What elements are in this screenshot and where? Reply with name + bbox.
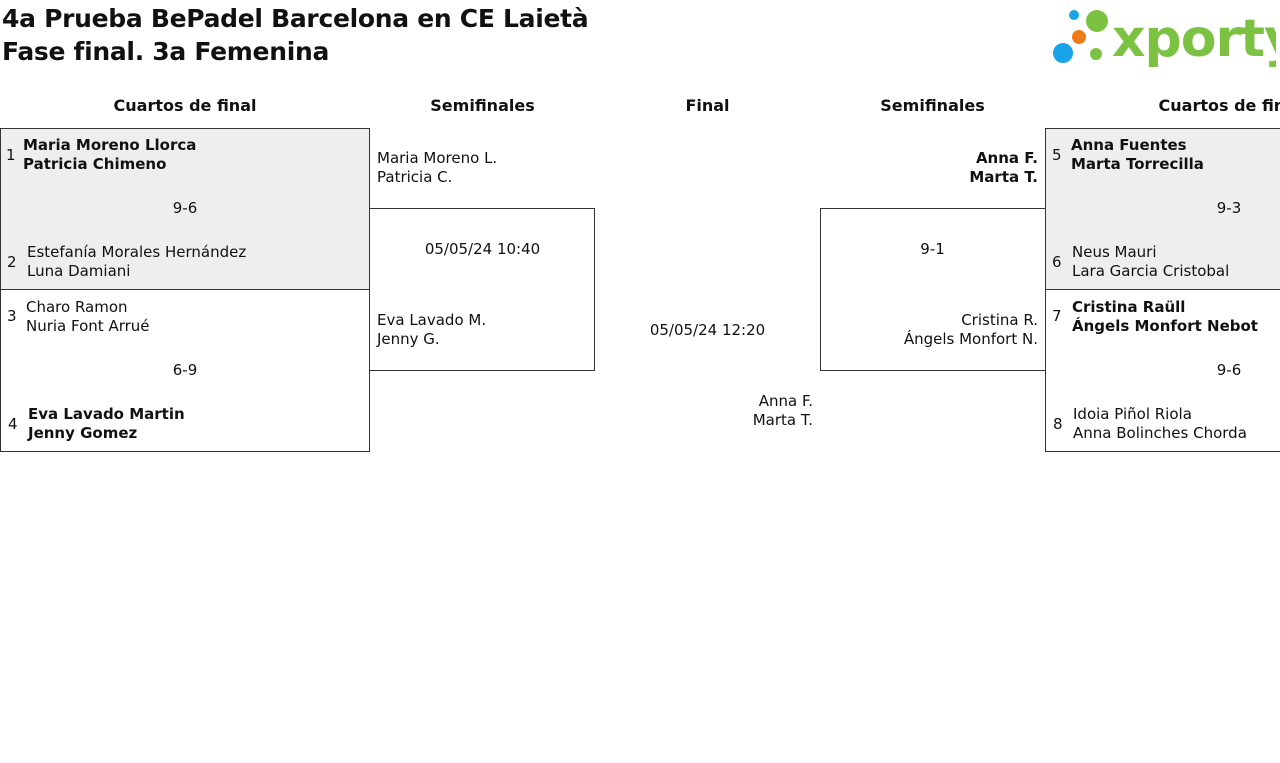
- player-name: Idoia Piñol Riola: [1073, 405, 1192, 423]
- match-score: 9-6: [172, 199, 198, 217]
- semifinal-left-team-a: Maria Moreno L. Patricia C.: [377, 149, 497, 187]
- quarterfinal-match-1[interactable]: [0, 128, 370, 290]
- logo-text: xporty: [1112, 9, 1276, 68]
- semifinal-right-team-b: Cristina R. Ángels Monfort N.: [820, 311, 1038, 349]
- player-name: Patricia C.: [377, 168, 453, 186]
- team-6: Neus Mauri Lara Garcia Cristobal: [1072, 243, 1229, 281]
- semifinal-right-team-a: Anna F. Marta T.: [820, 149, 1038, 187]
- column-semis-right: Semifinales: [880, 96, 985, 115]
- column-final: Final: [685, 96, 730, 115]
- team-4: Eva Lavado Martin Jenny Gomez: [28, 405, 185, 443]
- logo-dot-blue-large: [1053, 43, 1073, 63]
- team-7: Cristina Raüll Ángels Monfort Nebot: [1072, 298, 1258, 336]
- player-name: Anna F.: [758, 392, 813, 410]
- page-title: 4a Prueba BePadel Barcelona en CE Laietà…: [2, 2, 589, 68]
- team-8: Idoia Piñol Riola Anna Bolinches Chorda: [1073, 405, 1247, 443]
- seed-number: 1: [6, 146, 16, 164]
- player-name: Luna Damiani: [27, 262, 131, 280]
- seed-number: 2: [7, 253, 17, 271]
- quarterfinal-match-4[interactable]: [1045, 289, 1280, 452]
- logo-dot-green-small: [1090, 48, 1102, 60]
- semifinal-match-left[interactable]: [369, 208, 595, 371]
- seed-number: 7: [1052, 307, 1062, 325]
- logo-dot-blue: [1069, 10, 1079, 20]
- team-3: Charo Ramon Nuria Font Arrué: [26, 298, 150, 336]
- player-name: Cristina Raüll: [1072, 298, 1186, 316]
- player-name: Jenny Gomez: [28, 424, 138, 442]
- player-name: Charo Ramon: [26, 298, 128, 316]
- player-name: Lara Garcia Cristobal: [1072, 262, 1230, 280]
- player-name: Anna Bolinches Chorda: [1073, 424, 1247, 442]
- player-name: Anna Fuentes: [1071, 136, 1187, 154]
- match-score: 6-9: [172, 361, 198, 379]
- final-team: Anna F. Marta T.: [595, 392, 813, 430]
- player-name: Eva Lavado Martin: [28, 405, 185, 423]
- player-name: Maria Moreno Llorca: [23, 136, 197, 154]
- phase-title: Fase final. 3a Femenina: [2, 37, 330, 66]
- player-name: Ángels Monfort Nebot: [1072, 317, 1258, 335]
- team-1: Maria Moreno Llorca Patricia Chimeno: [23, 136, 196, 174]
- semifinal-match-right[interactable]: [820, 208, 1046, 371]
- player-name: Estefanía Morales Hernández: [27, 243, 247, 261]
- player-name: Jenny G.: [377, 330, 440, 348]
- final-datetime: 05/05/24 12:20: [649, 321, 766, 339]
- team-2: Estefanía Morales Hernández Luna Damiani: [27, 243, 246, 281]
- player-name: Nuria Font Arrué: [26, 317, 150, 335]
- seed-number: 6: [1052, 253, 1062, 271]
- logo-dot-green: [1086, 10, 1108, 32]
- player-name: Patricia Chimeno: [23, 155, 167, 173]
- column-quarters-right: Cuartos de final: [1158, 96, 1280, 115]
- player-name: Eva Lavado M.: [377, 311, 487, 329]
- match-score: 9-1: [920, 240, 945, 258]
- seed-number: 4: [8, 415, 18, 433]
- seed-number: 8: [1053, 415, 1063, 433]
- player-name: Cristina R.: [961, 311, 1038, 329]
- semifinal-left-team-b: Eva Lavado M. Jenny G.: [377, 311, 486, 349]
- player-name: Maria Moreno L.: [377, 149, 498, 167]
- player-name: Marta T.: [752, 411, 813, 429]
- column-quarters-left: Cuartos de final: [113, 96, 257, 115]
- team-5: Anna Fuentes Marta Torrecilla: [1071, 136, 1204, 174]
- match-score: 9-3: [1216, 199, 1242, 217]
- match-score: 9-6: [1216, 361, 1242, 379]
- player-name: Ángels Monfort N.: [903, 330, 1038, 348]
- seed-number: 5: [1052, 146, 1062, 164]
- player-name: Marta T.: [969, 168, 1038, 186]
- logo-dot-orange: [1072, 30, 1086, 44]
- tournament-title: 4a Prueba BePadel Barcelona en CE Laietà: [2, 4, 589, 33]
- seed-number: 3: [7, 307, 17, 325]
- column-semis-left: Semifinales: [430, 96, 535, 115]
- player-name: Anna F.: [975, 149, 1038, 167]
- player-name: Marta Torrecilla: [1071, 155, 1204, 173]
- match-datetime: 05/05/24 10:40: [424, 240, 541, 258]
- player-name: Neus Mauri: [1072, 243, 1157, 261]
- xporty-logo[interactable]: xporty: [1050, 4, 1276, 68]
